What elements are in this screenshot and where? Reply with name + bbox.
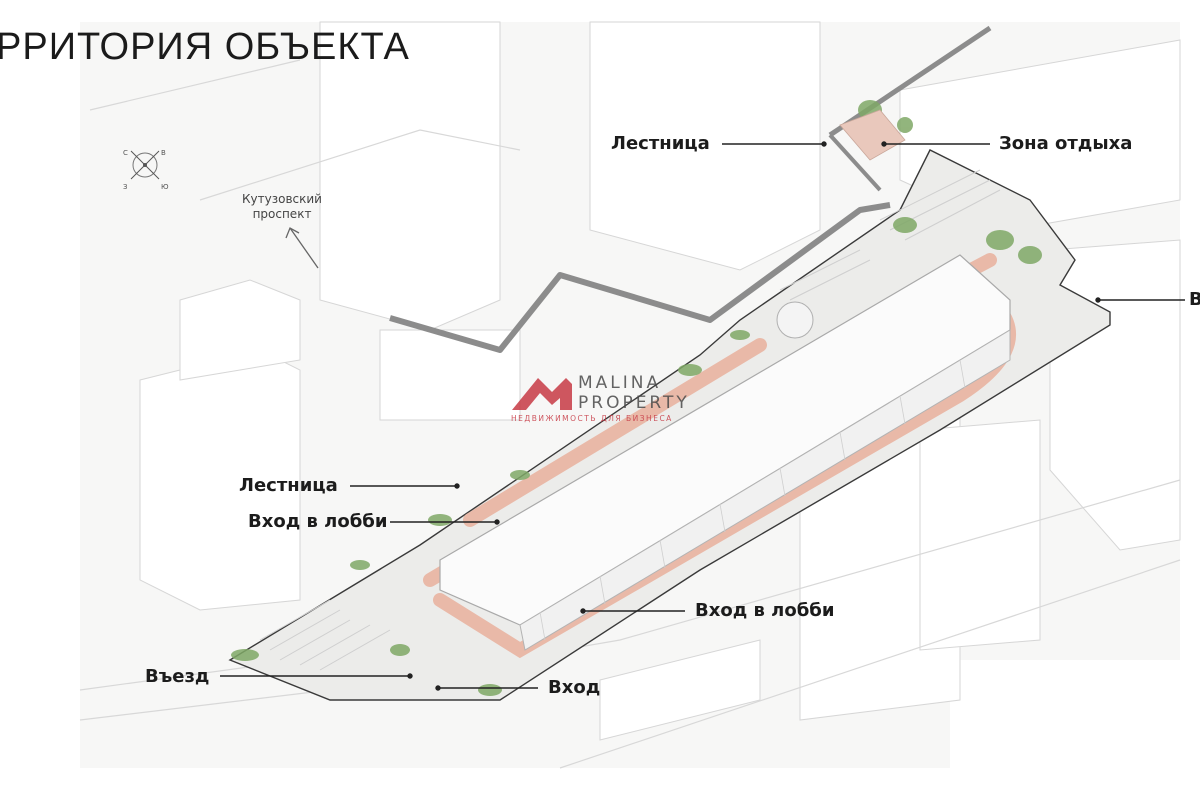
compass-icon: С В Ю З <box>123 149 169 191</box>
label-lobby-left: Вход в лобби <box>248 511 388 532</box>
greenery <box>231 100 1042 696</box>
label-rest-zone: Зона отдыха <box>999 133 1133 154</box>
brand-line2: PROPERTY <box>578 393 690 413</box>
rest-zone-paving <box>839 109 906 161</box>
context-buildings <box>139 21 1181 741</box>
street-label: Кутузовский проспект <box>232 192 332 222</box>
street-arrow-icon <box>285 227 319 269</box>
page-title: РРИТОРИЯ ОБЪЕКТА <box>0 26 410 68</box>
leader-lines <box>220 141 1185 691</box>
label-entry: Вход <box>548 677 601 698</box>
label-entry-car: Въезд <box>145 666 210 687</box>
compass-w: З <box>123 183 128 191</box>
compass-s: Ю <box>161 183 169 191</box>
compass-e: В <box>161 149 166 157</box>
brand-watermark: MALINA PROPERTY НЕДВИЖИМОСТЬ ДЛЯ БИЗНЕСА <box>511 373 690 423</box>
label-stairs-top: Лестница <box>611 133 710 154</box>
brand-logo-icon <box>512 378 572 410</box>
parking-lots <box>259 169 1001 671</box>
blank-corner <box>950 660 1180 800</box>
label-edge-right: В <box>1189 289 1200 310</box>
main-building <box>439 254 1011 651</box>
street-label-line2: проспект <box>252 207 312 221</box>
street-label-line1: Кутузовский <box>242 192 322 206</box>
label-stairs-left: Лестница <box>239 475 338 496</box>
brand-tagline: НЕДВИЖИМОСТЬ ДЛЯ БИЗНЕСА <box>511 414 673 423</box>
compass-n: С <box>123 149 128 157</box>
label-lobby-right: Вход в лобби <box>695 600 835 621</box>
brand-line1: MALINA <box>578 373 661 393</box>
retaining-walls <box>389 25 992 353</box>
